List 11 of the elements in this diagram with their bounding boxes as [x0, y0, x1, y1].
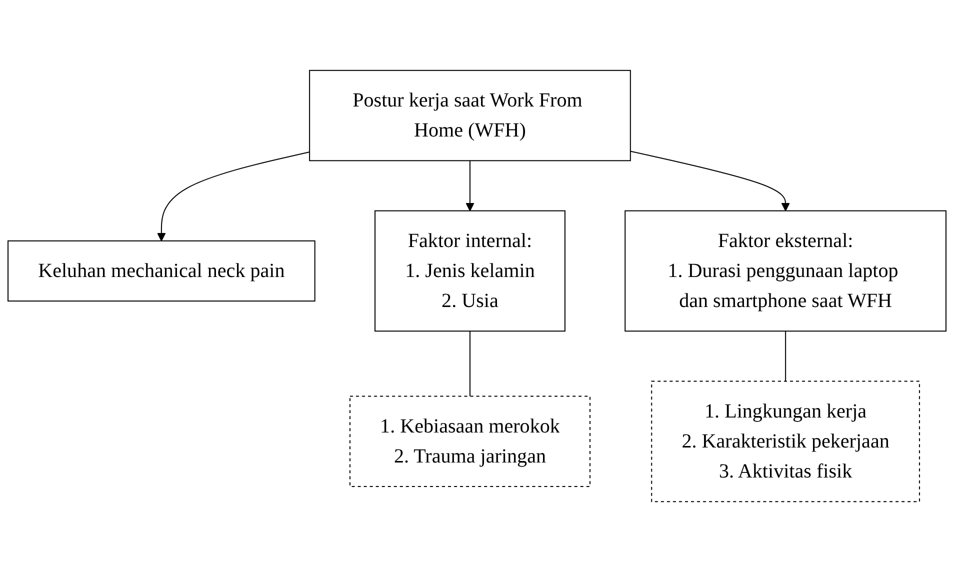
arrow [157, 152, 310, 242]
arrow [630, 150, 790, 212]
connector [785, 331, 786, 382]
arrow [466, 160, 474, 212]
node-box: Faktor eksternal: 1. Durasi penggunaan laptop dan smartphone saat WFH [624, 210, 946, 332]
node-box: Keluhan mechanical neck pain [8, 240, 316, 302]
node-box: Postur kerja saat Work From Home (WFH) [309, 70, 631, 162]
node-box: Faktor internal: 1. Jenis kelamin 2. Usia [374, 210, 566, 332]
connector [469, 331, 470, 396]
node-box: 1. Kebiasaan merokok 2. Trauma jaringan [349, 396, 590, 488]
node-box: 1. Lingkungan kerja 2. Karakteristik pekerjaan 3. Aktivitas fisik [651, 380, 920, 502]
